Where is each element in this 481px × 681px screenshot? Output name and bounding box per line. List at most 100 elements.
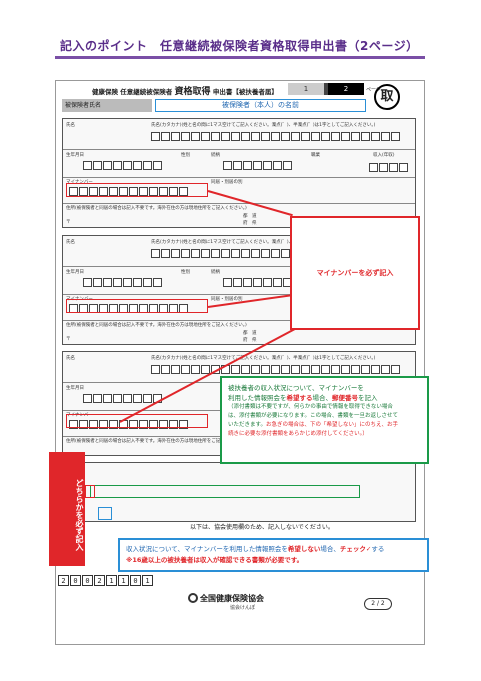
field-job-label: 職業: [311, 153, 320, 158]
field-gender-label: 性別: [181, 153, 190, 158]
mynumber-cells[interactable]: [69, 187, 189, 196]
code-digit: 1: [118, 575, 129, 586]
code-digit: 2: [94, 575, 105, 586]
birth-cells[interactable]: [83, 161, 163, 170]
page-indicator: 1 2: [288, 83, 364, 95]
decline-callout: 収入状況について、マイナンバーを利用した情報照会を希望しない場合、チェック✓する…: [118, 538, 429, 572]
field-mynumber-label: マイナンバー: [66, 413, 93, 418]
header-rule: [55, 56, 425, 59]
mynumber-highlight-2: [66, 299, 208, 313]
mynumber-highlight-3: [66, 414, 208, 428]
row-divider: [63, 294, 415, 295]
green-line-1: 被扶養者の収入状況について、マイナンバーを: [228, 384, 364, 392]
kana-cells[interactable]: [151, 132, 401, 141]
green-line-2b: 希望する: [286, 394, 313, 402]
footer-page-label: 2 / 2: [364, 598, 392, 610]
code-digit: 0: [82, 575, 93, 586]
green-small-2: は、添付書類が必要になります。この場合、書類を一旦お返しさせて: [228, 413, 398, 419]
green-line-2e: を記入: [358, 394, 378, 402]
field-name-label: 氏名: [66, 240, 75, 245]
dependent-section-1: 氏名 氏名(カタカナ)(姓と名の間に1マス空けてご記入ください。濁点(゛)、半濁…: [62, 118, 416, 228]
green-small-5: 続きに必要な添付書類をあらかじめ添付してください。）: [228, 431, 368, 437]
mynumber-cells[interactable]: [69, 420, 189, 429]
field-gender-label: 性別: [181, 270, 190, 275]
field-income-label: 収入(年収): [373, 153, 395, 158]
either-highlight: [85, 485, 95, 498]
form-title-prefix: 健康保険 任意継続被保険者: [92, 88, 173, 96]
field-relation-label: 続柄: [211, 270, 220, 275]
form-title-main: 資格取得: [174, 87, 211, 97]
field-name-label: 氏名: [66, 123, 75, 128]
birth-cells[interactable]: [83, 278, 163, 287]
code-digit: 1: [142, 575, 153, 586]
relation-cells[interactable]: [223, 278, 293, 287]
field-postal-label: 〒: [66, 337, 71, 342]
decline-checkbox[interactable]: [98, 507, 112, 520]
field-relation-label: 続柄: [211, 153, 220, 158]
birth-cells[interactable]: [83, 394, 163, 403]
association-name: 全国健康保険協会: [200, 594, 264, 603]
relation-cells[interactable]: [223, 161, 293, 170]
form-code-cells: 2 0 0 2 1 1 0 1: [58, 575, 154, 586]
code-digit: 0: [130, 575, 141, 586]
income-inquiry-callout: 被扶養者の収入状況について、マイナンバーを 利用した情報照会を希望する場合、郵便…: [220, 376, 429, 464]
code-digit: 0: [70, 575, 81, 586]
field-cohabit-label: 同居・別居の別: [211, 297, 243, 302]
green-small-1: （添付書類は不要ですが、何らかの事由で情報を取得できない場合: [228, 404, 393, 410]
row-divider: [63, 177, 415, 178]
field-pref2-label: 府 県: [243, 221, 257, 226]
form-title: 健康保険 任意継続被保険者 資格取得 申出書【被扶養者届】: [92, 84, 278, 97]
postal-code-highlight: [90, 485, 360, 498]
blue-line-1c: 場合、: [320, 545, 340, 553]
either-required-callout: どちらかを必ず記入: [49, 452, 85, 566]
blue-line-1d: チェック✓: [339, 545, 372, 553]
blue-line-1a: 収入状況について、マイナンバーを利用した情報照会を: [126, 545, 288, 553]
acquisition-stamp: 取: [374, 84, 400, 110]
consent-section: [62, 462, 416, 522]
row-divider: [63, 320, 415, 321]
page-suffix: ページ: [366, 87, 381, 93]
association-logo-icon: [188, 593, 198, 603]
page-current: 1: [288, 83, 324, 95]
field-kana-label: 氏名(カタカナ)(姓と名の間に1マス空けてご記入ください。濁点(゛)、半濁点(゜…: [151, 123, 376, 128]
green-line-2c: 場合、: [312, 394, 333, 402]
field-name-label: 氏名: [66, 356, 75, 361]
field-address-label: 住所(被保険者と同居の場合は記入不要です。海外在住の方は現地住所をご記入ください…: [66, 439, 247, 444]
mynumber-highlight-1: [66, 183, 208, 197]
green-line-2: 利用した情報照会を希望する場合、郵便番号を記入: [228, 393, 421, 403]
blue-line-1e: する: [371, 545, 385, 553]
field-birth-label: 生年月日: [66, 153, 84, 158]
page-next: 2: [328, 83, 364, 95]
form-title-suffix: 申出書【被扶養者届】: [212, 88, 278, 96]
code-digit: 2: [58, 575, 69, 586]
field-pref-label: 都 道: [243, 214, 257, 219]
field-postal-label: 〒: [66, 220, 71, 225]
green-line-2a: 利用した情報照会を: [228, 394, 287, 402]
field-address-label: 住所(被保険者と同居の場合は記入不要です。海外在住の方は現地住所をご記入ください…: [66, 323, 247, 328]
green-line-2d: 郵便番号: [332, 394, 358, 402]
mynumber-callout: マイナンバーを必ず記入: [290, 216, 420, 330]
page-header-title: 記入のポイント 任意継続被保険者資格取得申出書（2ページ）: [60, 39, 419, 53]
field-address-label: 住所(被保険者と同居の場合は記入不要です。海外在住の方は現地住所をご記入ください…: [66, 206, 247, 211]
field-birth-label: 生年月日: [66, 386, 84, 391]
insured-name-field[interactable]: 被保険者（本人）の名前: [155, 99, 366, 112]
mynumber-cells[interactable]: [69, 304, 189, 313]
field-mynumber-label: マイナンバー: [66, 180, 93, 185]
green-small-4: お急ぎの場合は、下の「希望しない」にのちえ、お手: [265, 422, 398, 428]
row-divider: [63, 149, 415, 150]
row-divider: [63, 266, 415, 267]
code-digit: 1: [106, 575, 117, 586]
income-cells[interactable]: [369, 163, 409, 172]
kana-cells[interactable]: [151, 365, 401, 374]
office-use-note: 以下は、協会使用欄のため、記入しないでください。: [190, 524, 334, 531]
field-pref2-label: 府 県: [243, 338, 257, 343]
association-sub: 協会けんぽ: [230, 605, 256, 611]
field-cohabit-label: 同居・別居の別: [211, 180, 243, 185]
field-pref-label: 都 道: [243, 331, 257, 336]
field-birth-label: 生年月日: [66, 270, 84, 275]
green-small-3: いただきます。: [228, 422, 266, 428]
field-kana-label: 氏名(カタカナ)(姓と名の間に1マス空けてご記入ください。濁点(゛)、半濁点(゜…: [151, 240, 376, 245]
blue-line-1: 収入状況について、マイナンバーを利用した情報照会を希望しない場合、チェック✓する: [126, 544, 421, 555]
green-small-note: （添付書類は不要ですが、何らかの事由で情報を取得できない場合 は、添付書類が必要…: [228, 403, 421, 439]
blue-line-1b: 希望しない: [287, 545, 321, 553]
